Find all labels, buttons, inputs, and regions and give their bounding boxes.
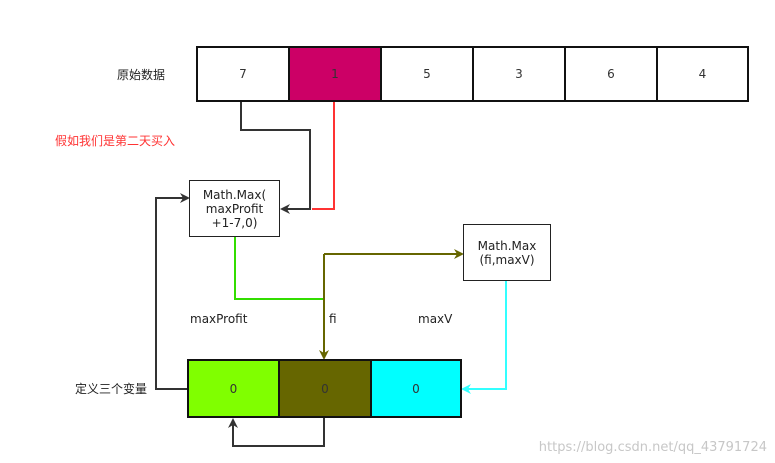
variable-cell-fi: 0 [278,359,372,418]
formula-line: +1-7,0) [211,215,258,230]
connector-maxprofit-green [234,237,324,300]
array-cell: 6 [564,46,658,102]
connector-loop-bottom [228,418,325,447]
formula-line: Math.Max( [202,187,267,202]
array-cell-highlighted: 1 [288,46,382,102]
variable-name-maxv: maxV [418,312,453,326]
variable-name-maxprofit: maxProfit [190,312,248,326]
array-cell: 7 [196,46,290,102]
connector-maxv-cyan [461,281,507,394]
watermark-text: https://blog.csdn.net/qq_43791724 [538,440,767,455]
variable-cell-maxv: 0 [370,359,462,418]
formula-line: (fi,maxV) [479,252,535,267]
array-cell: 3 [472,46,566,102]
connector-1-to-maxprofit [312,101,335,210]
connector-7-to-maxprofit [240,101,311,214]
connector-loop-left [155,193,190,390]
buy-day-annotation: 假如我们是第二天买入 [55,134,176,148]
maxprofit-formula-node: Math.Max( maxProfit +1-7,0) [189,180,280,237]
formula-line: Math.Max [477,238,537,253]
original-data-label: 原始数据 [117,68,166,82]
variables-label: 定义三个变量 [75,382,148,396]
variable-name-fi: fi [329,312,337,326]
array-cell: 5 [380,46,474,102]
variable-cell-maxprofit: 0 [187,359,280,418]
maxv-formula-node: Math.Max (fi,maxV) [463,224,551,281]
formula-line: maxProfit [205,201,264,216]
array-cell: 4 [656,46,749,102]
